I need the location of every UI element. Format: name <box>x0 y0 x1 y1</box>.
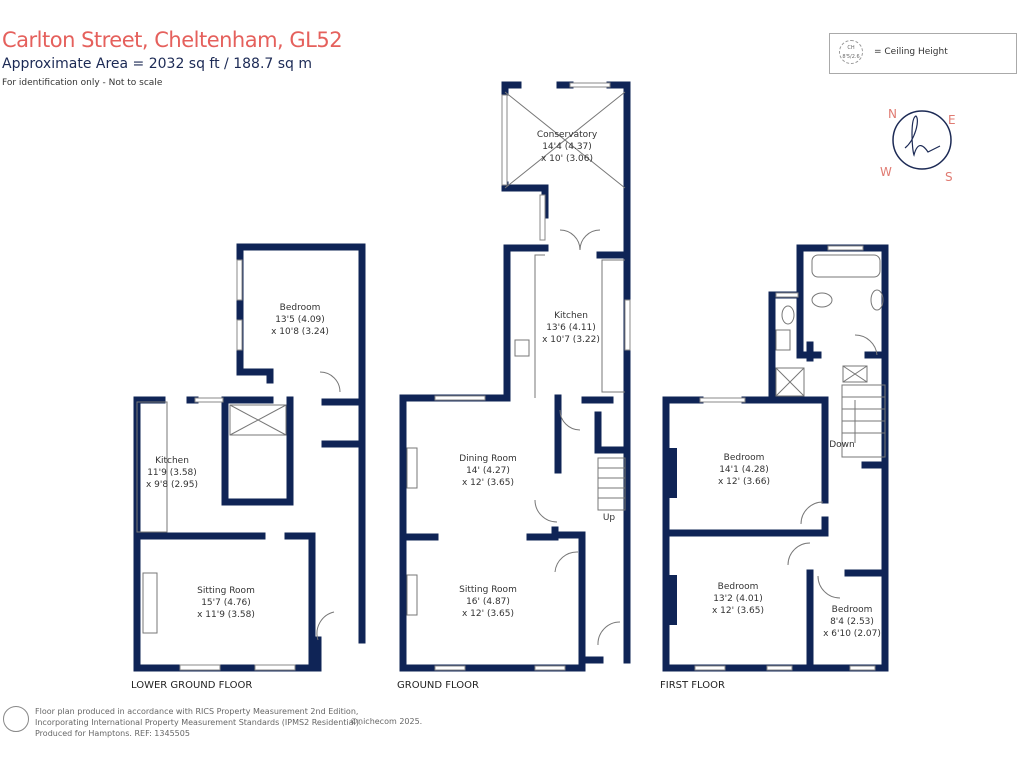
copyright: ©nichecom 2025. <box>350 717 423 726</box>
room-dim: x 9'8 (2.95) <box>146 480 198 490</box>
ceiling-height-symbol: CH 8'5/2.6 <box>839 40 863 64</box>
footer-line: Produced for Hamptons. REF: 1345505 <box>35 729 190 738</box>
compass-w: W <box>880 165 892 179</box>
room-dim: 13'2 (4.01) <box>713 594 763 604</box>
room-dim: x 12' (3.65) <box>462 609 514 619</box>
compass-e: E <box>948 113 956 127</box>
room-dim: 13'6 (4.11) <box>546 323 596 333</box>
room-name: Sitting Room <box>197 586 255 596</box>
room-dim: x 12' (3.66) <box>718 477 770 487</box>
room-name: Kitchen <box>155 456 189 466</box>
room-name: Bedroom <box>832 605 873 615</box>
room-name: Bedroom <box>280 303 321 313</box>
ceiling-height-legend: CH 8'5/2.6 = Ceiling Height <box>829 33 1017 74</box>
ground-floor-plan: Conservatory 14'4 (4.37) x 10' (3.06) Ki… <box>397 81 631 691</box>
footer-notes: Floor plan produced in accordance with R… <box>35 706 361 739</box>
lower-ground-floor-plan: Bedroom 13'5 (4.09) x 10'8 (3.24) Kitche… <box>131 243 366 691</box>
room-dim: 16' (4.87) <box>466 597 510 607</box>
ceiling-height-label: = Ceiling Height <box>874 47 948 57</box>
first-floor-plan: Bedroom 14'1 (4.28) x 12' (3.66) Bedroom… <box>660 244 889 691</box>
room-name: Sitting Room <box>459 585 517 595</box>
room-dim: x 12' (3.65) <box>462 478 514 488</box>
room-dim: 15'7 (4.76) <box>201 598 251 608</box>
room-name: Kitchen <box>554 311 588 321</box>
room-dim: x 10'8 (3.24) <box>271 327 329 337</box>
floor-label: FIRST FLOOR <box>660 680 725 691</box>
stairs-up-label: Up <box>603 513 616 523</box>
approximate-area: Approximate Area = 2032 sq ft / 188.7 sq… <box>2 56 313 72</box>
floor-label: GROUND FLOOR <box>397 680 479 691</box>
ch-symbol-top: CH <box>847 45 855 51</box>
room-dim: x 11'9 (3.58) <box>197 610 255 620</box>
room-name: Bedroom <box>718 582 759 592</box>
compass-icon: N E W S <box>880 107 956 184</box>
stairs-down-label: Down <box>829 440 855 450</box>
room-dim: 14'4 (4.37) <box>542 142 592 152</box>
room-name: Conservatory <box>537 130 598 140</box>
compass-n: N <box>888 107 897 121</box>
room-dim: x 10'7 (3.22) <box>542 335 600 345</box>
property-title: Carlton Street, Cheltenham, GL52 <box>2 28 343 52</box>
room-dim: 13'5 (4.09) <box>275 315 325 325</box>
room-dim: x 12' (3.65) <box>712 606 764 616</box>
footer-line: Floor plan produced in accordance with R… <box>35 707 359 716</box>
room-dim: 14' (4.27) <box>466 466 510 476</box>
footer-line: Incorporating International Property Mea… <box>35 718 362 727</box>
person-icon <box>3 706 29 732</box>
floor-label: LOWER GROUND FLOOR <box>131 680 252 691</box>
room-dim: 8'4 (2.53) <box>830 617 874 627</box>
room-name: Dining Room <box>459 454 517 464</box>
room-dim: x 10' (3.06) <box>541 154 593 164</box>
ch-symbol-bottom: 8'5/2.6 <box>842 54 860 60</box>
scale-note: For identification only - Not to scale <box>2 78 163 88</box>
compass-s: S <box>945 170 953 184</box>
room-dim: x 6'10 (2.07) <box>823 629 881 639</box>
room-dim: 14'1 (4.28) <box>719 465 769 475</box>
room-name: Bedroom <box>724 453 765 463</box>
room-dim: 11'9 (3.58) <box>147 468 197 478</box>
